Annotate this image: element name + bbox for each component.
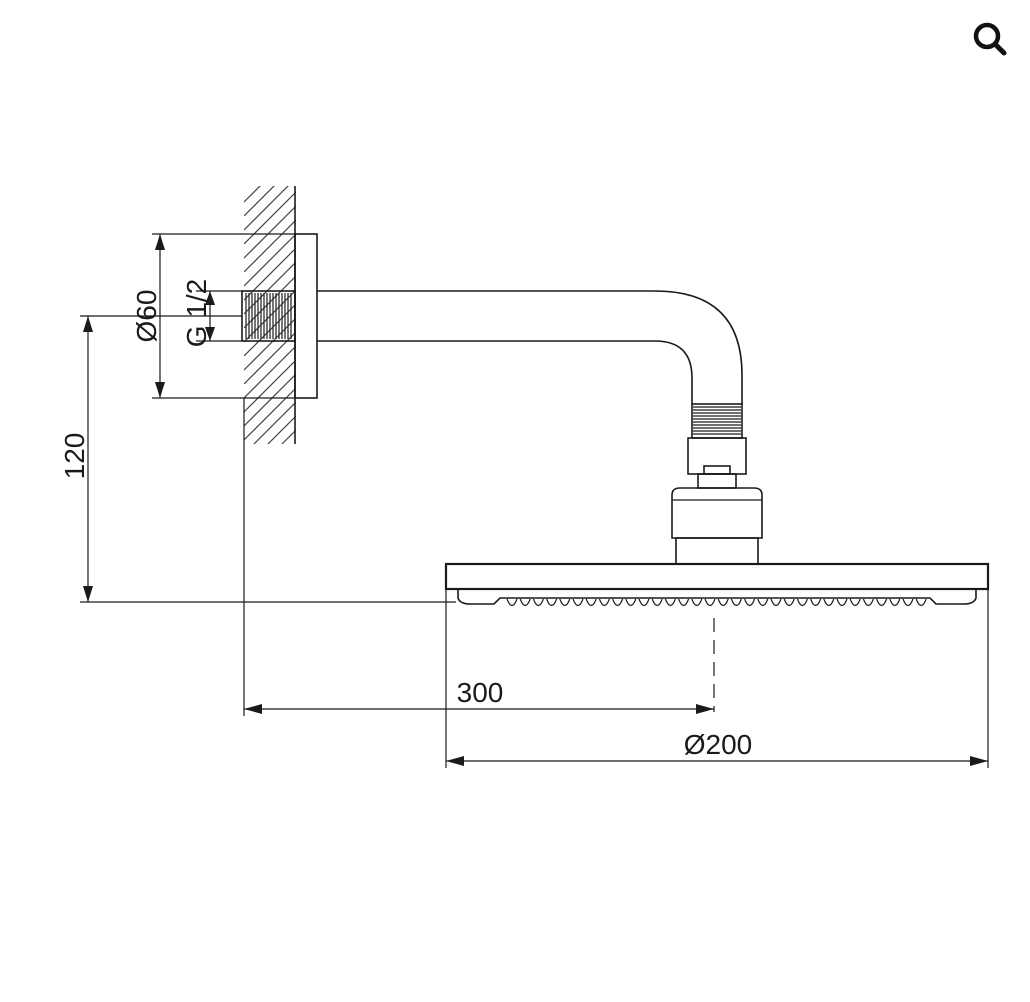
label-height: 120 (59, 433, 90, 480)
magnifier-icon (973, 22, 1007, 56)
dimension-flange (155, 234, 165, 398)
label-projection: 300 (457, 677, 504, 708)
wall-flange (294, 233, 318, 399)
label-flange-diameter: Ø60 (131, 290, 162, 343)
extension-lines (80, 233, 989, 768)
dimension-head (446, 756, 988, 766)
dimension-height (83, 316, 93, 602)
swivel-joint (687, 403, 747, 489)
label-thread: G 1/2 (181, 279, 212, 347)
thread-connector (241, 290, 296, 342)
dimension-projection (244, 704, 714, 714)
dimension-thread (205, 291, 215, 341)
shower-head (444, 487, 990, 607)
label-head-diameter: Ø200 (684, 729, 753, 760)
zoom-button[interactable] (962, 8, 1018, 64)
shower-arm (317, 290, 743, 404)
